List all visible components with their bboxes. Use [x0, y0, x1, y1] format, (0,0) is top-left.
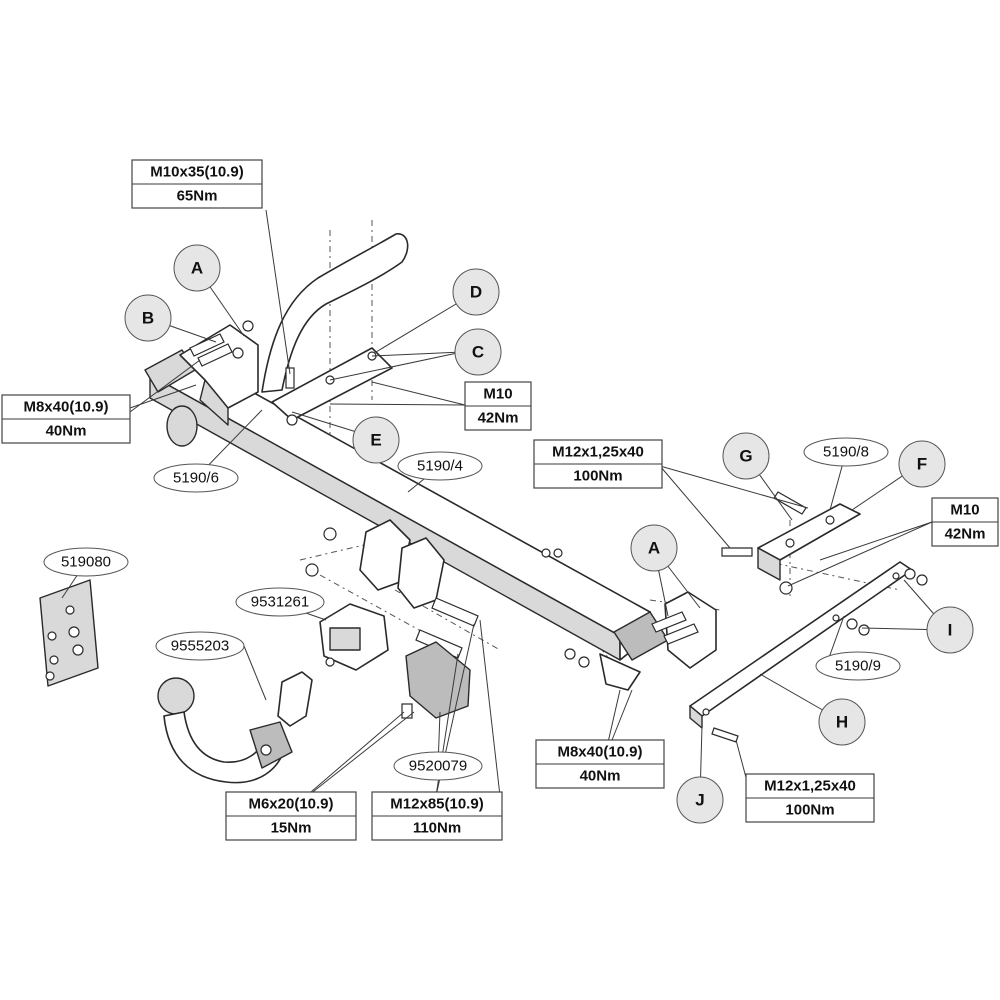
svg-text:M12x1,25x40: M12x1,25x40 — [764, 778, 856, 795]
svg-text:M8x40(10.9): M8x40(10.9) — [23, 399, 108, 416]
svg-text:I: I — [948, 621, 953, 640]
spec-box-m10-right: M10 42Nm — [931, 497, 999, 547]
callout-D: D — [452, 268, 500, 316]
svg-text:C: C — [472, 343, 484, 362]
svg-text:M10: M10 — [950, 502, 979, 519]
svg-text:M12x1,25x40: M12x1,25x40 — [552, 444, 644, 461]
spec-box-m8x40-left: M8x40(10.9) 40Nm — [1, 394, 131, 444]
svg-text:9555203: 9555203 — [171, 638, 229, 655]
svg-text:5190/9: 5190/9 — [835, 658, 881, 675]
chassis-arm-bracket — [261, 233, 409, 421]
spec-box-m12x125-top: M12x1,25x40 100Nm — [533, 439, 663, 489]
svg-text:A: A — [191, 259, 203, 278]
svg-text:M8x40(10.9): M8x40(10.9) — [557, 744, 642, 761]
svg-text:42Nm: 42Nm — [478, 410, 519, 427]
svg-text:40Nm: 40Nm — [46, 423, 87, 440]
callout-J: J — [676, 776, 724, 824]
svg-text:15Nm: 15Nm — [271, 820, 312, 837]
callout-B: B — [124, 294, 172, 342]
spec-box-m6x20: M6x20(10.9) 15Nm — [225, 791, 357, 841]
svg-text:5190/8: 5190/8 — [823, 444, 869, 461]
spec-box-m8x40-bottom: M8x40(10.9) 40Nm — [535, 739, 665, 789]
svg-text:519080: 519080 — [61, 554, 111, 571]
receiver-block — [401, 641, 471, 719]
part-number-9531261: 9531261 — [235, 587, 325, 617]
svg-text:H: H — [836, 713, 848, 732]
callout-A-left: A — [173, 244, 221, 292]
spec-box-m10-center: M10 42Nm — [464, 381, 532, 431]
svg-text:40Nm: 40Nm — [580, 768, 621, 785]
spec-box-m10x35: M10x35(10.9) 65Nm — [131, 159, 263, 209]
callout-C: C — [454, 328, 502, 376]
towball-neck — [157, 671, 313, 784]
svg-text:M10x35(10.9): M10x35(10.9) — [150, 164, 243, 181]
svg-text:J: J — [695, 791, 704, 810]
svg-text:9520079: 9520079 — [409, 758, 467, 775]
svg-text:B: B — [142, 309, 154, 328]
right-side-bracket — [757, 503, 861, 581]
callout-A-right: A — [630, 524, 678, 572]
callout-F: F — [898, 440, 946, 488]
svg-text:42Nm: 42Nm — [945, 526, 986, 543]
callout-I: I — [926, 606, 974, 654]
electrical-socket-kit — [39, 579, 99, 687]
spec-box-m12x85: M12x85(10.9) 110Nm — [371, 791, 503, 841]
flat-support-bar — [689, 561, 913, 729]
spec-box-m12x125-bottom: M12x1,25x40 100Nm — [745, 773, 875, 823]
callout-G: G — [722, 432, 770, 480]
part-number-5190-4: 5190/4 — [397, 451, 483, 481]
callout-H: H — [818, 698, 866, 746]
part-number-5190-9: 5190/9 — [815, 651, 901, 681]
svg-text:G: G — [739, 447, 752, 466]
svg-text:110Nm: 110Nm — [413, 820, 461, 837]
svg-text:5190/4: 5190/4 — [417, 458, 463, 475]
callout-E: E — [352, 416, 400, 464]
part-number-5190-6: 5190/6 — [153, 463, 239, 493]
part-number-519080: 519080 — [43, 547, 129, 577]
coupling-housing — [319, 603, 389, 671]
svg-text:5190/6: 5190/6 — [173, 470, 219, 487]
part-number-9520079: 9520079 — [393, 751, 483, 781]
svg-text:A: A — [648, 539, 660, 558]
part-number-9555203: 9555203 — [155, 631, 245, 661]
svg-text:65Nm: 65Nm — [177, 188, 218, 205]
svg-text:E: E — [370, 431, 381, 450]
svg-text:M12x85(10.9): M12x85(10.9) — [390, 796, 483, 813]
part-number-5190-8: 5190/8 — [803, 437, 889, 467]
svg-text:M6x20(10.9): M6x20(10.9) — [248, 796, 333, 813]
svg-text:M10: M10 — [483, 386, 512, 403]
svg-text:100Nm: 100Nm — [573, 468, 622, 485]
leader-lines — [61, 209, 949, 811]
svg-text:D: D — [470, 283, 482, 302]
svg-text:F: F — [917, 455, 927, 474]
svg-text:100Nm: 100Nm — [785, 802, 834, 819]
svg-text:9531261: 9531261 — [251, 594, 309, 611]
